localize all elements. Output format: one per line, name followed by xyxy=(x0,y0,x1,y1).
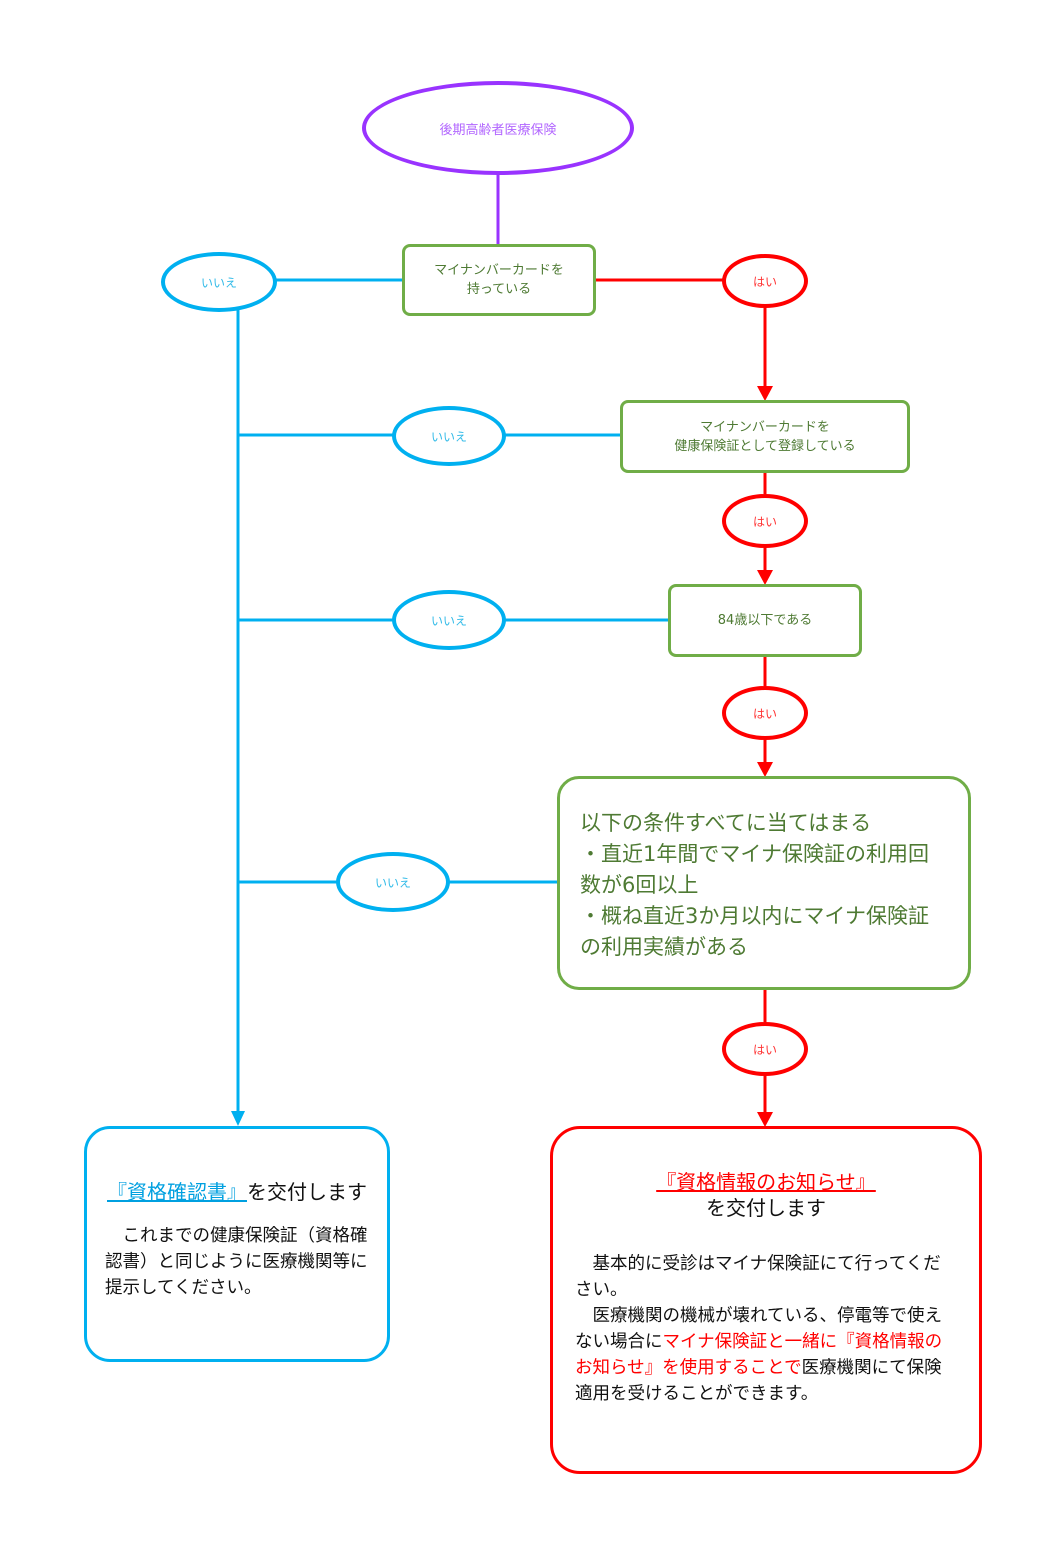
no-label: いいえ xyxy=(430,613,467,628)
start-node: 後期高齢者医療保険 xyxy=(362,81,634,175)
question-line: マイナンバーカードを xyxy=(700,419,830,435)
yes-label: はい xyxy=(752,706,777,721)
no-answer-1: いいえ xyxy=(161,252,277,312)
arrowhead-yes4-result xyxy=(757,1112,773,1127)
no-label: いいえ xyxy=(430,429,467,444)
arrowhead-yes3-q4 xyxy=(757,762,773,777)
yes-label: はい xyxy=(752,514,777,529)
no-label: いいえ xyxy=(374,875,411,890)
question-usage-conditions: 以下の条件すべてに当てはまる ・直近1年間でマイナ保険証の利用回 数が6回以上 … xyxy=(557,776,971,990)
arrowhead-no-result xyxy=(231,1111,245,1126)
eligibility-info-notice-link[interactable]: 『資格情報のお知らせ』 xyxy=(656,1170,876,1194)
result-body: 基本的に受診はマイナ保険証にて行ってください。 医療機関の機械が壊れている、停電… xyxy=(575,1251,957,1407)
yes-label: はい xyxy=(752,1042,777,1057)
yes-answer-3: はい xyxy=(722,686,808,740)
no-answer-3: いいえ xyxy=(392,590,506,650)
question-line: ・概ね直近3か月以内にマイナ保険証 xyxy=(580,903,929,928)
question-line: 数が6回以上 xyxy=(580,872,699,897)
no-label: いいえ xyxy=(200,275,237,290)
question-text-block: 以下の条件すべてに当てはまる ・直近1年間でマイナ保険証の利用回 数が6回以上 … xyxy=(580,804,929,963)
start-label: 後期高齢者医療保険 xyxy=(439,122,557,138)
body-text-normal: 医療機関の機械が壊れている、停電等で使えない場合に xyxy=(575,1306,942,1352)
yes-answer-4: はい xyxy=(722,1022,808,1076)
result-eligibility-certificate: 『資格確認書』を交付します これまでの健康保険証（資格確認書）と同じように医療機… xyxy=(84,1126,390,1362)
question-has-mynumber-card: マイナンバーカードを 持っている xyxy=(402,244,596,316)
arrowhead-yes2-q3 xyxy=(757,570,773,585)
yes-answer-2: はい xyxy=(722,494,808,548)
result-body-paragraph-2: 医療機関の機械が壊れている、停電等で使えない場合にマイナ保険証と一緒に『資格情報… xyxy=(575,1303,957,1407)
yes-answer-1: はい xyxy=(722,254,808,308)
question-line: ・直近1年間でマイナ保険証の利用回 xyxy=(580,841,929,866)
arrowhead-yes1-q2 xyxy=(757,386,773,401)
no-answer-4: いいえ xyxy=(336,852,450,912)
question-line: 84歳以下である xyxy=(717,613,813,628)
body-text-normal: 医療機関にて保険適用を受けることができます。 xyxy=(575,1358,942,1404)
question-line: 健康保険証として登録している xyxy=(674,438,856,454)
result-title-rest: を交付します xyxy=(247,1180,367,1204)
result-eligibility-info-notice: 『資格情報のお知らせ』 を交付します 基本的に受診はマイナ保険証にて行ってくださ… xyxy=(550,1126,982,1474)
question-line: 以下の条件すべてに当てはまる xyxy=(580,810,872,835)
eligibility-certificate-link[interactable]: 『資格確認書』 xyxy=(107,1180,247,1204)
result-body-paragraph-1: 基本的に受診はマイナ保険証にて行ってください。 xyxy=(575,1254,941,1300)
yes-label: はい xyxy=(752,274,777,289)
question-registered-as-insurance-card: マイナンバーカードを 健康保険証として登録している xyxy=(620,400,910,473)
question-age-84-or-under: 84歳以下である xyxy=(668,584,862,657)
result-body: これまでの健康保険証（資格確認書）と同じように医療機関等に提示してください。 xyxy=(105,1226,368,1298)
body-text-highlight: マイナ保険証と一緒に『資格情報のお知らせ』を使用することで xyxy=(575,1332,943,1378)
result-title: 『資格情報のお知らせ』 を交付します xyxy=(656,1169,876,1221)
result-title-rest: を交付します xyxy=(705,1196,826,1220)
question-line: 持っている xyxy=(466,282,532,297)
question-line: マイナンバーカードを xyxy=(434,263,564,278)
question-line: の利用実績がある xyxy=(580,934,748,959)
result-title: 『資格確認書』を交付します xyxy=(107,1179,367,1205)
no-answer-2: いいえ xyxy=(392,406,506,466)
